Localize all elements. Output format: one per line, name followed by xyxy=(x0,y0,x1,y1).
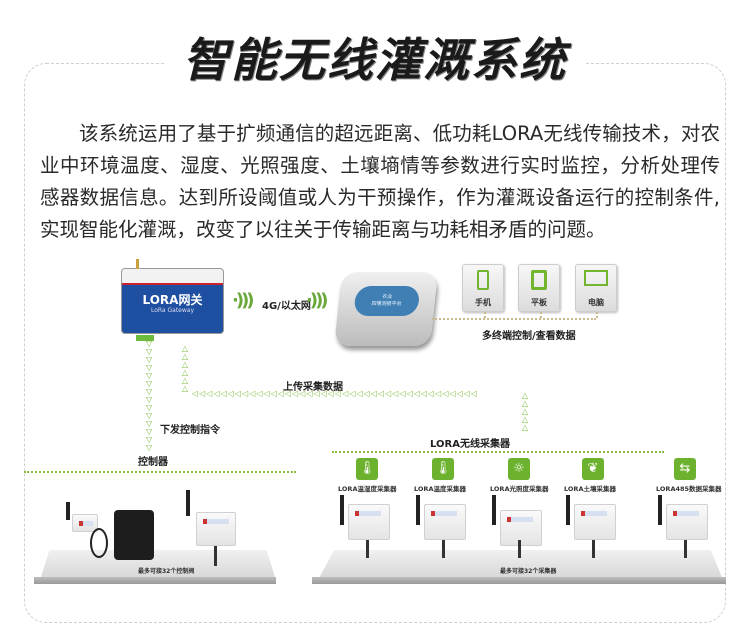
collector-label: LORA温湿度采集器 xyxy=(338,485,397,493)
controller-module xyxy=(72,514,98,532)
gateway-name: LORA网关 xyxy=(142,293,203,307)
probe-icon xyxy=(214,546,217,566)
cloud-shape: 农业四情测报平台 xyxy=(353,286,421,316)
cloud-label-2: 四情测报平台 xyxy=(371,301,402,307)
probe-icon xyxy=(442,540,445,558)
uplink-arrows: △△△△△△ xyxy=(181,344,189,393)
collector-device xyxy=(424,504,466,540)
solenoid-valve-icon xyxy=(114,510,154,560)
collector-device xyxy=(574,504,616,540)
title-wrap: 智能无线灌溉系统 xyxy=(0,30,750,90)
antenna-icon xyxy=(66,502,70,520)
terminal-computer: 电脑 xyxy=(575,264,617,312)
device-badge xyxy=(581,511,607,516)
device-badge xyxy=(431,511,457,516)
wireless-signal-icon: ·))) xyxy=(232,290,254,311)
connector xyxy=(484,312,486,318)
monitor-icon xyxy=(584,270,608,286)
terminal-tablet: 平板 xyxy=(518,264,560,312)
cloud-platform-icon: 农业四情测报平台 xyxy=(334,272,438,346)
page-title: 智能无线灌溉系统 xyxy=(165,30,585,90)
antenna-icon xyxy=(136,259,139,269)
device-badge xyxy=(673,511,699,516)
sprout-icon: ❦ xyxy=(582,458,604,480)
phone-icon xyxy=(477,270,489,290)
controller-shelf-label: 最多可接32个控制阀 xyxy=(138,568,195,575)
upload-label: 上传采集数据 xyxy=(283,382,343,393)
device-badge xyxy=(507,517,533,522)
antenna-icon xyxy=(340,495,344,525)
antenna-icon xyxy=(492,495,496,525)
antenna-icon xyxy=(416,495,420,525)
uplink-arrows-right: △△△△△ xyxy=(521,391,529,432)
antenna-icon xyxy=(658,495,662,525)
collector-section-label: LORA无线采集器 xyxy=(430,439,510,450)
tablet-icon xyxy=(531,270,547,290)
collector-device xyxy=(348,504,390,540)
description-paragraph: 该系统运用了基于扩频通信的超远距离、低功耗LORA无线传输技术，对农业中环境温度… xyxy=(40,122,720,241)
collector-device xyxy=(666,504,708,540)
probe-icon xyxy=(518,540,521,558)
link-label: 4G/以太网 xyxy=(262,301,311,312)
antenna-icon xyxy=(186,490,190,516)
collector-device xyxy=(500,510,542,546)
collector-shelf-label: 最多可接32个采集器 xyxy=(500,568,557,575)
cable-icon xyxy=(90,528,108,558)
terminal-label: 电脑 xyxy=(588,298,604,307)
controller-shelf xyxy=(40,550,276,580)
connector xyxy=(596,312,598,318)
terminal-block-icon xyxy=(136,335,154,341)
gateway-device-icon: LORA网关 LoRa Gateway xyxy=(121,259,224,341)
upload-arrows-horizontal: ◁◁◁◁◁◁◁◁◁◁◁◁◁◁◁◁◁◁◁◁◁◁◁◁◁◁◁◁◁◁◁◁◁◁◁◁◁◁◁◁ xyxy=(192,389,479,398)
collector-label: LORA485数据采集器 xyxy=(656,485,722,493)
sun-icon: ☼ xyxy=(508,458,530,480)
terminal-phone: 手机 xyxy=(462,264,504,312)
command-label: 下发控制指令 xyxy=(160,425,220,436)
shelf-edge xyxy=(34,577,276,584)
collector-label: LORA温度采集器 xyxy=(414,485,466,493)
controller-label: 控制器 xyxy=(138,457,168,468)
terminal-label: 手机 xyxy=(475,298,491,307)
device-badge xyxy=(355,511,381,516)
divider-collectors xyxy=(332,451,664,453)
shelf-edge xyxy=(312,577,726,584)
cloud-label-1: 农业 xyxy=(381,294,393,300)
antenna-icon xyxy=(566,495,570,525)
collector-label: LORA光照度采集器 xyxy=(490,485,549,493)
probe-icon xyxy=(592,540,595,558)
probe-icon xyxy=(366,540,369,558)
divider-controller xyxy=(24,471,296,473)
controller-module xyxy=(196,512,236,546)
thermometer-icon: 🌡 xyxy=(432,458,454,480)
transfer-arrows-icon: ⇆ xyxy=(674,458,696,480)
connector xyxy=(540,312,542,318)
terminal-connector xyxy=(432,318,596,320)
terminal-label: 平板 xyxy=(531,298,547,307)
terminals-caption: 多终端控制/查看数据 xyxy=(482,331,576,342)
collector-label: LORA土壤采集器 xyxy=(564,485,616,493)
wireless-signal-icon: ·))) xyxy=(306,290,328,311)
probe-icon xyxy=(684,540,687,558)
thermometer-humidity-icon: 🌡 xyxy=(356,458,378,480)
downlink-arrows: ▽▽▽▽▽▽▽▽▽▽▽▽▽▽ xyxy=(145,339,153,452)
gateway-subtitle: LoRa Gateway xyxy=(150,307,195,314)
